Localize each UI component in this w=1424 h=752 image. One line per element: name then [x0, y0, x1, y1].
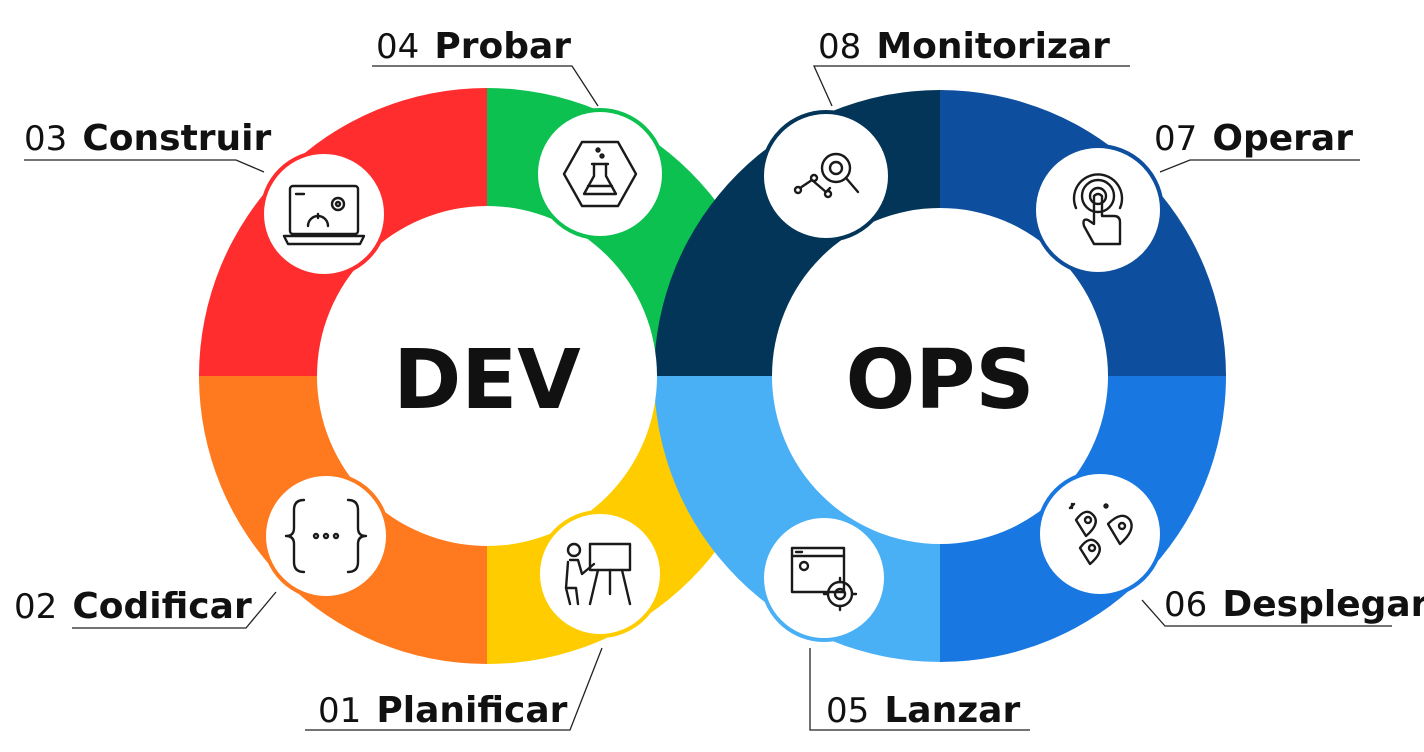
leader-05	[809, 648, 1030, 731]
stage-05-label: 05 Lanzar	[826, 690, 1020, 731]
stage-03-label: 03 Construir	[24, 118, 272, 159]
stage-01-label: 01 Planificar	[318, 690, 568, 731]
dev-inner-circle	[317, 206, 657, 546]
stage-08-label: 08 Monitorizar	[818, 26, 1110, 67]
leader-03	[24, 159, 265, 173]
presentation-icon	[564, 542, 632, 606]
stage-08-name: Monitorizar	[876, 26, 1110, 67]
leader-02	[72, 591, 277, 629]
stage-04-label: 04 Probar	[376, 26, 571, 67]
stage-06-name: Desplegar	[1222, 584, 1424, 625]
touch-hand-icon	[1072, 173, 1124, 246]
stage-03-badge[interactable]	[260, 150, 388, 278]
stage-07-label: 07 Operar	[1154, 118, 1353, 159]
ops-title: OPS	[846, 333, 1035, 428]
stage-07-badge[interactable]	[1032, 144, 1164, 276]
stage-02-name: Codificar	[72, 586, 252, 627]
stage-labels: 01 Planificar 02 Codificar 03 Construir …	[14, 26, 1424, 731]
laptop-gear-icon	[282, 184, 366, 246]
stage-05-badge[interactable]	[760, 514, 888, 642]
stage-08-badge[interactable]	[760, 110, 892, 242]
stage-04-badge[interactable]	[534, 108, 666, 240]
stage-05-number: 05	[826, 691, 869, 731]
stage-02-label: 02 Codificar	[14, 586, 252, 627]
stage-01-name: Planificar	[376, 690, 567, 731]
stage-03-name: Construir	[82, 118, 271, 159]
stage-06-label: 06 Desplegar	[1164, 584, 1424, 625]
stage-07-name: Operar	[1212, 118, 1353, 159]
stage-01-number: 01	[318, 691, 361, 731]
stage-01-badge[interactable]	[536, 510, 664, 638]
leader-04	[372, 65, 599, 107]
window-gear-icon	[790, 546, 858, 612]
leader-07	[1159, 159, 1360, 173]
rockets-icon	[1068, 502, 1133, 566]
analytics-search-icon	[793, 152, 860, 199]
stage-03-number: 03	[24, 119, 67, 159]
stage-08-number: 08	[818, 27, 861, 67]
leader-01	[305, 647, 603, 731]
stage-05-name: Lanzar	[884, 690, 1020, 731]
ops-inner-circle	[772, 208, 1108, 544]
stage-06-badge[interactable]	[1036, 470, 1164, 598]
code-braces-icon	[284, 498, 368, 574]
leader-06	[1141, 599, 1392, 627]
stage-07-number: 07	[1154, 119, 1197, 159]
stage-02-number: 02	[14, 587, 57, 627]
dev-title: DEV	[393, 333, 581, 428]
flask-icon	[562, 140, 638, 208]
leader-lines	[24, 65, 1392, 731]
stage-04-name: Probar	[434, 26, 571, 67]
stage-02-badge[interactable]	[262, 472, 390, 600]
stage-06-number: 06	[1164, 585, 1207, 625]
stage-04-number: 04	[376, 27, 419, 67]
leader-08	[812, 65, 1130, 107]
